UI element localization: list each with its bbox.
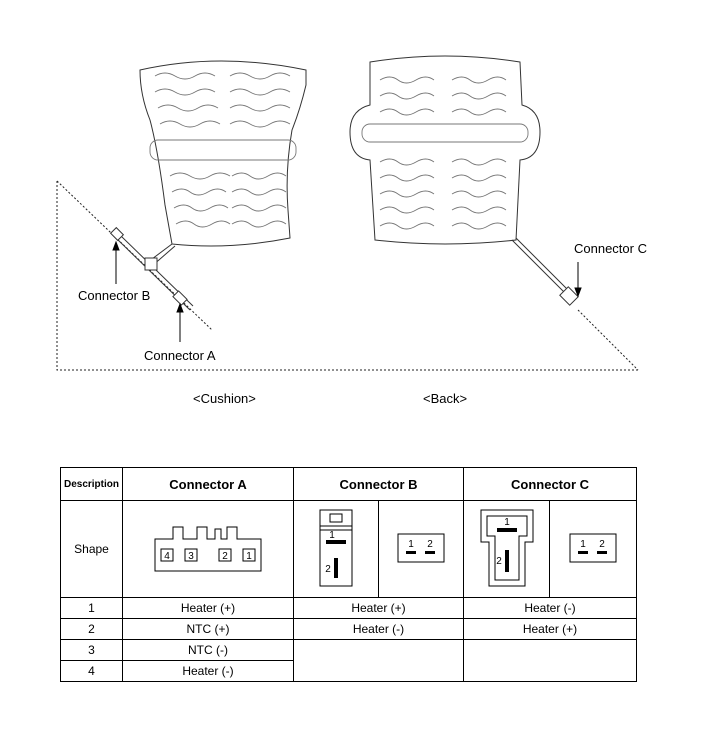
connector-a-label: Connector A [144,348,216,363]
connector-a-shape-drawing: 4 3 2 1 [154,526,262,571]
connector-c-function: Heater (-) [463,597,637,619]
pin-number: 1 [60,597,123,619]
connector-c-side-drawing: 1 2 [480,509,533,586]
connector-b-function: Heater (-) [293,618,464,640]
back-harness [511,237,579,306]
connector-c-side-shape: 1 2 [463,500,550,598]
cushion-heater-mat [139,60,307,247]
pin-label: 1 [580,539,586,550]
leader-lines [112,240,582,342]
seat-heater-diagram [56,55,639,371]
pin-label: 2 [496,556,502,567]
table-row: 4 Heater (-) [60,660,637,682]
connector-b-function: Heater (+) [293,597,464,619]
pin-label: 2 [222,551,228,562]
shape-row: Shape 4 3 2 1 1 2 [60,500,637,598]
pin-label: 2 [599,539,605,550]
connector-b-side-drawing: 1 2 [319,509,353,586]
connector-b-label: Connector B [78,288,151,303]
header-connector-a: Connector A [122,467,294,501]
table-row: 1 Heater (+) Heater (+) Heater (-) [60,597,637,619]
pin-number: 4 [60,660,123,682]
back-caption: <Back> [423,391,468,406]
connector-c-front-shape: 1 2 [549,500,637,598]
connector-pin-table: Description Connector A Connector B Conn… [60,467,637,682]
pin-label: 4 [164,551,170,562]
connector-a-function: Heater (+) [122,597,294,619]
pin-label: 1 [504,517,510,528]
connector-b-front-shape: 1 2 [378,500,464,598]
connector-c-label: Connector C [574,241,647,256]
connector-c-empty-cell [463,639,637,682]
pin-number: 2 [60,618,123,640]
connector-b-side-shape: 1 2 [293,500,379,598]
cushion-harness [109,226,194,311]
shape-label: Shape [60,500,123,598]
pin-label: 2 [325,564,331,575]
pin-label: 1 [329,530,335,541]
connector-b-front-drawing: 1 2 [397,533,445,562]
connector-c-function: Heater (+) [463,618,637,640]
pin-label: 3 [188,551,194,562]
connector-b-empty-cell [293,639,464,682]
pin-number: 3 [60,639,123,661]
pin-label: 1 [408,539,414,550]
header-description: Description [60,467,123,501]
connector-c-front-drawing: 1 2 [569,533,617,562]
connector-a-function: Heater (-) [122,660,294,682]
back-heater-mat [349,55,541,245]
connector-a-function: NTC (+) [122,618,294,640]
header-connector-c: Connector C [463,467,637,501]
table-row: 3 NTC (-) [60,639,637,682]
header-connector-b: Connector B [293,467,464,501]
table-row: 2 NTC (+) Heater (-) Heater (+) [60,618,637,640]
dotted-frame [56,180,639,371]
pin-label: 2 [427,539,433,550]
cushion-caption: <Cushion> [193,391,256,406]
connector-a-function: NTC (-) [122,639,294,661]
connector-a-shape: 4 3 2 1 [122,500,294,598]
pin-label: 1 [246,551,252,562]
table-header-row: Description Connector A Connector B Conn… [60,467,637,501]
